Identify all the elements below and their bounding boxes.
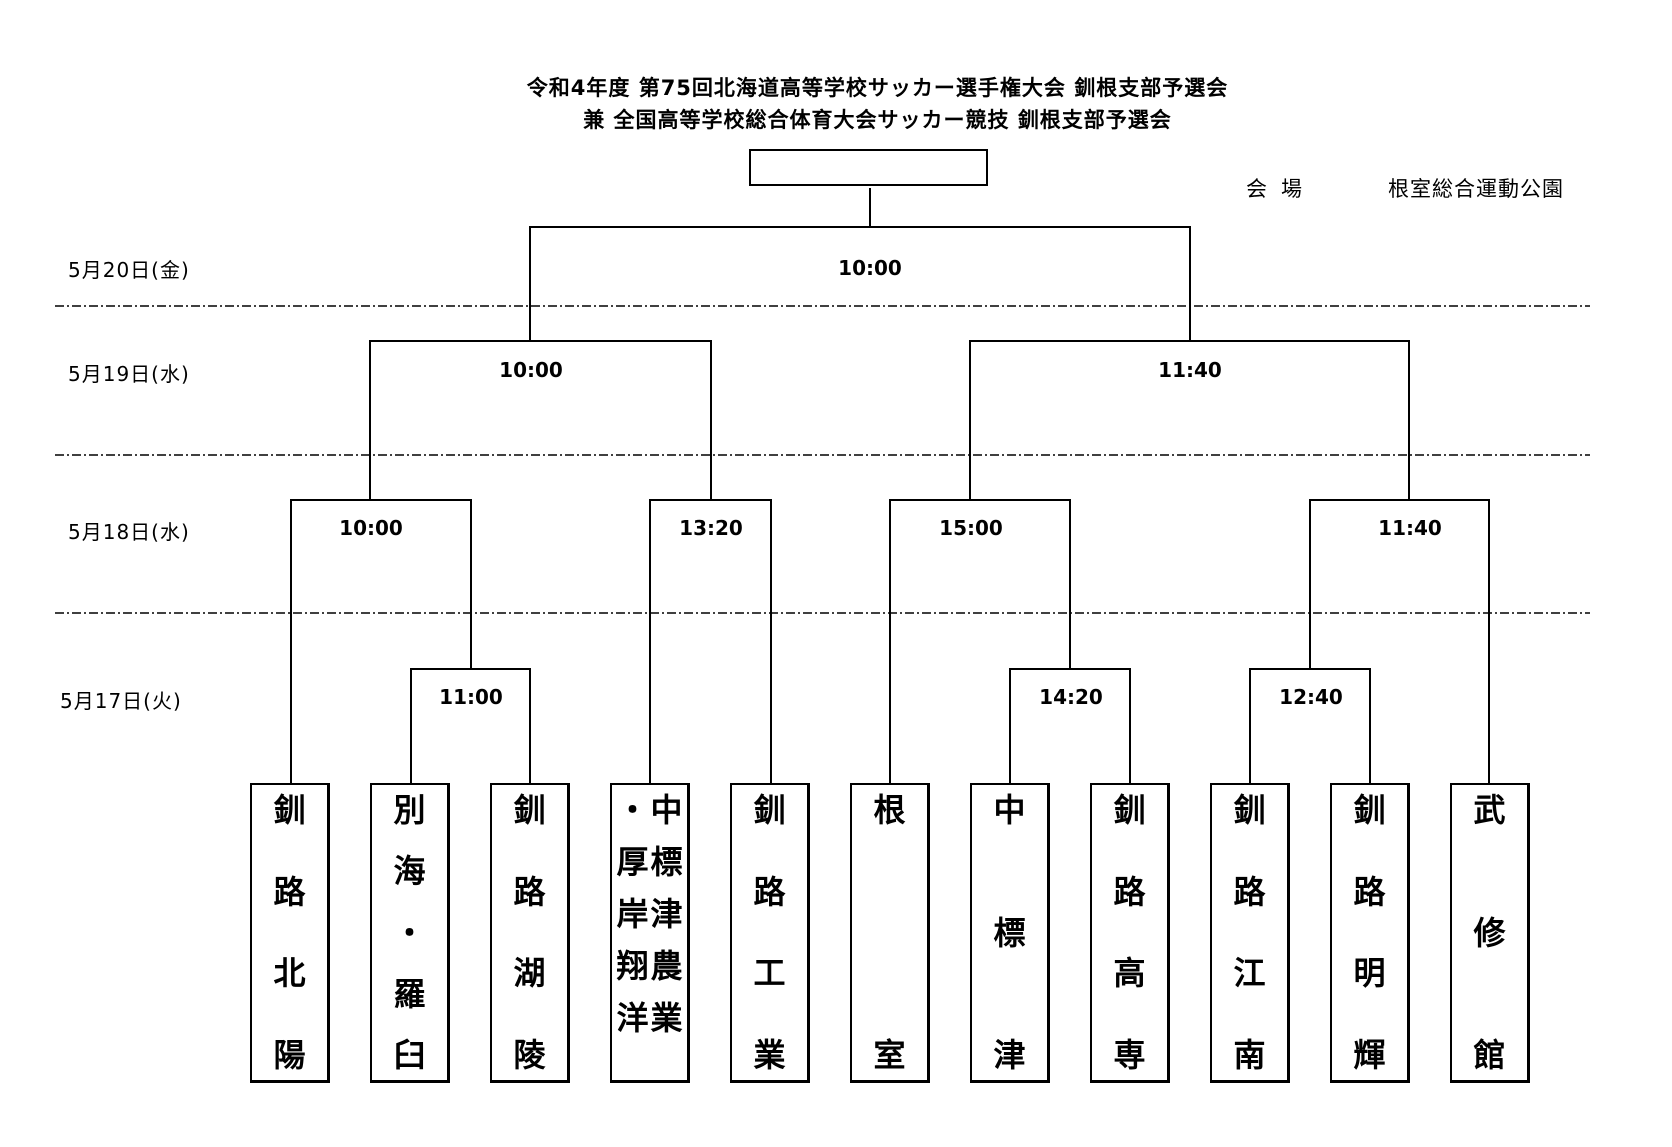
match-time-quarterfinal-1: 10:00 (339, 516, 403, 540)
match-time-quarterfinal-3: 15:00 (939, 516, 1003, 540)
team-box: 中標津農業 ・厚岸翔洋 (610, 783, 690, 1083)
team-box: 釧路湖陵 (490, 783, 570, 1083)
date-first-round: 5月17日(火) (60, 689, 182, 713)
team-name-column: 中標津農業 (650, 791, 683, 1037)
team-name: 別海・羅臼 (393, 791, 426, 1074)
team-box: 根室 (850, 783, 930, 1083)
bracket-paths (290, 188, 1490, 785)
team-box: 釧路明輝 (1330, 783, 1410, 1083)
team-name: 釧路北陽 (273, 791, 306, 1074)
team-name: 中標津 (993, 791, 1026, 1074)
team-box: 中標津 (970, 783, 1050, 1083)
venue-name: 根室総合運動公園 (1388, 177, 1564, 201)
match-time-first-round-2: 14:20 (1039, 685, 1103, 709)
match-time-quarterfinal-2: 13:20 (679, 516, 743, 540)
match-time-first-round-3: 12:40 (1279, 685, 1343, 709)
team-name: 中標津農業 ・厚岸翔洋 (612, 791, 687, 1074)
tournament-title: 令和4年度 第75回北海道高等学校サッカー選手権大会 釧根支部予選会 (526, 76, 1229, 100)
team-name: 根室 (873, 791, 906, 1074)
team-name: 釧路工業 (753, 791, 786, 1074)
team-box: 武修館 (1450, 783, 1530, 1083)
team-name: 武修館 (1473, 791, 1506, 1074)
date-quarterfinal: 5月18日(水) (68, 520, 190, 544)
team-name-column: ・厚岸翔洋 (616, 791, 649, 1037)
champion-box (749, 149, 988, 186)
date-semifinal: 5月19日(水) (68, 362, 190, 386)
match-time-final: 10:00 (838, 256, 902, 280)
team-name: 釧路湖陵 (513, 791, 546, 1074)
match-time-semifinal-right: 11:40 (1158, 358, 1222, 382)
match-time-first-round-1: 11:00 (439, 685, 503, 709)
date-final: 5月20日(金) (68, 258, 190, 282)
team-name: 釧路高専 (1113, 791, 1146, 1074)
team-box: 別海・羅臼 (370, 783, 450, 1083)
day-separators (55, 305, 1590, 614)
team-box: 釧路高専 (1090, 783, 1170, 1083)
team-name: 釧路江南 (1233, 791, 1266, 1074)
team-name: 釧路明輝 (1353, 791, 1386, 1074)
team-box: 釧路江南 (1210, 783, 1290, 1083)
match-time-quarterfinal-4: 11:40 (1378, 516, 1442, 540)
venue-label: 会場 (1246, 177, 1316, 201)
match-time-semifinal-left: 10:00 (499, 358, 563, 382)
team-box: 釧路北陽 (250, 783, 330, 1083)
tournament-subtitle: 兼 全国高等学校総合体育大会サッカー競技 釧根支部予選会 (583, 108, 1172, 132)
team-box: 釧路工業 (730, 783, 810, 1083)
